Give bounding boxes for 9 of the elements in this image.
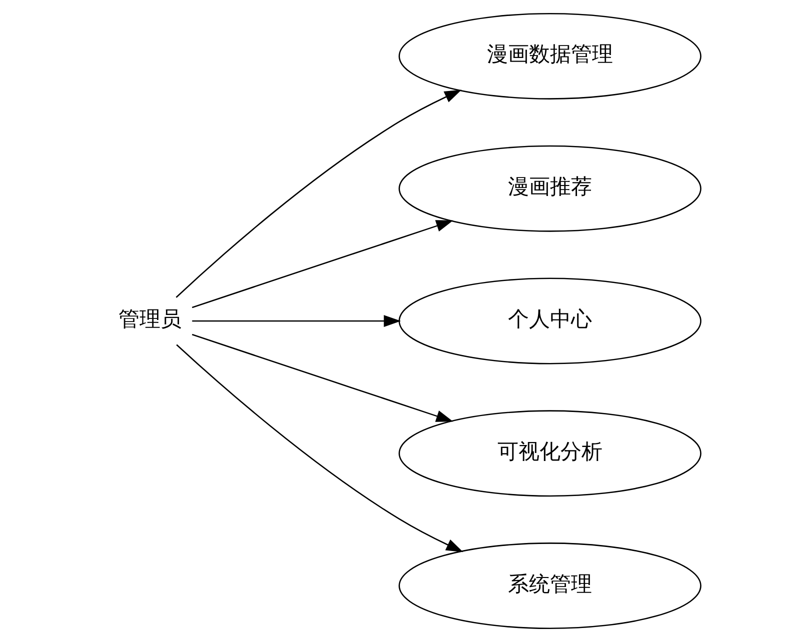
node-text: 管理员 [118, 306, 182, 331]
arrow [192, 334, 454, 422]
arrow [176, 90, 462, 298]
arrow [192, 315, 401, 327]
node-ellipse: 系统管理 [398, 542, 702, 630]
node-ellipse: 个人中心 [398, 278, 702, 364]
node-ellipse: 漫画数据管理 [398, 12, 702, 100]
arrow [176, 344, 464, 552]
arrow [192, 220, 454, 308]
